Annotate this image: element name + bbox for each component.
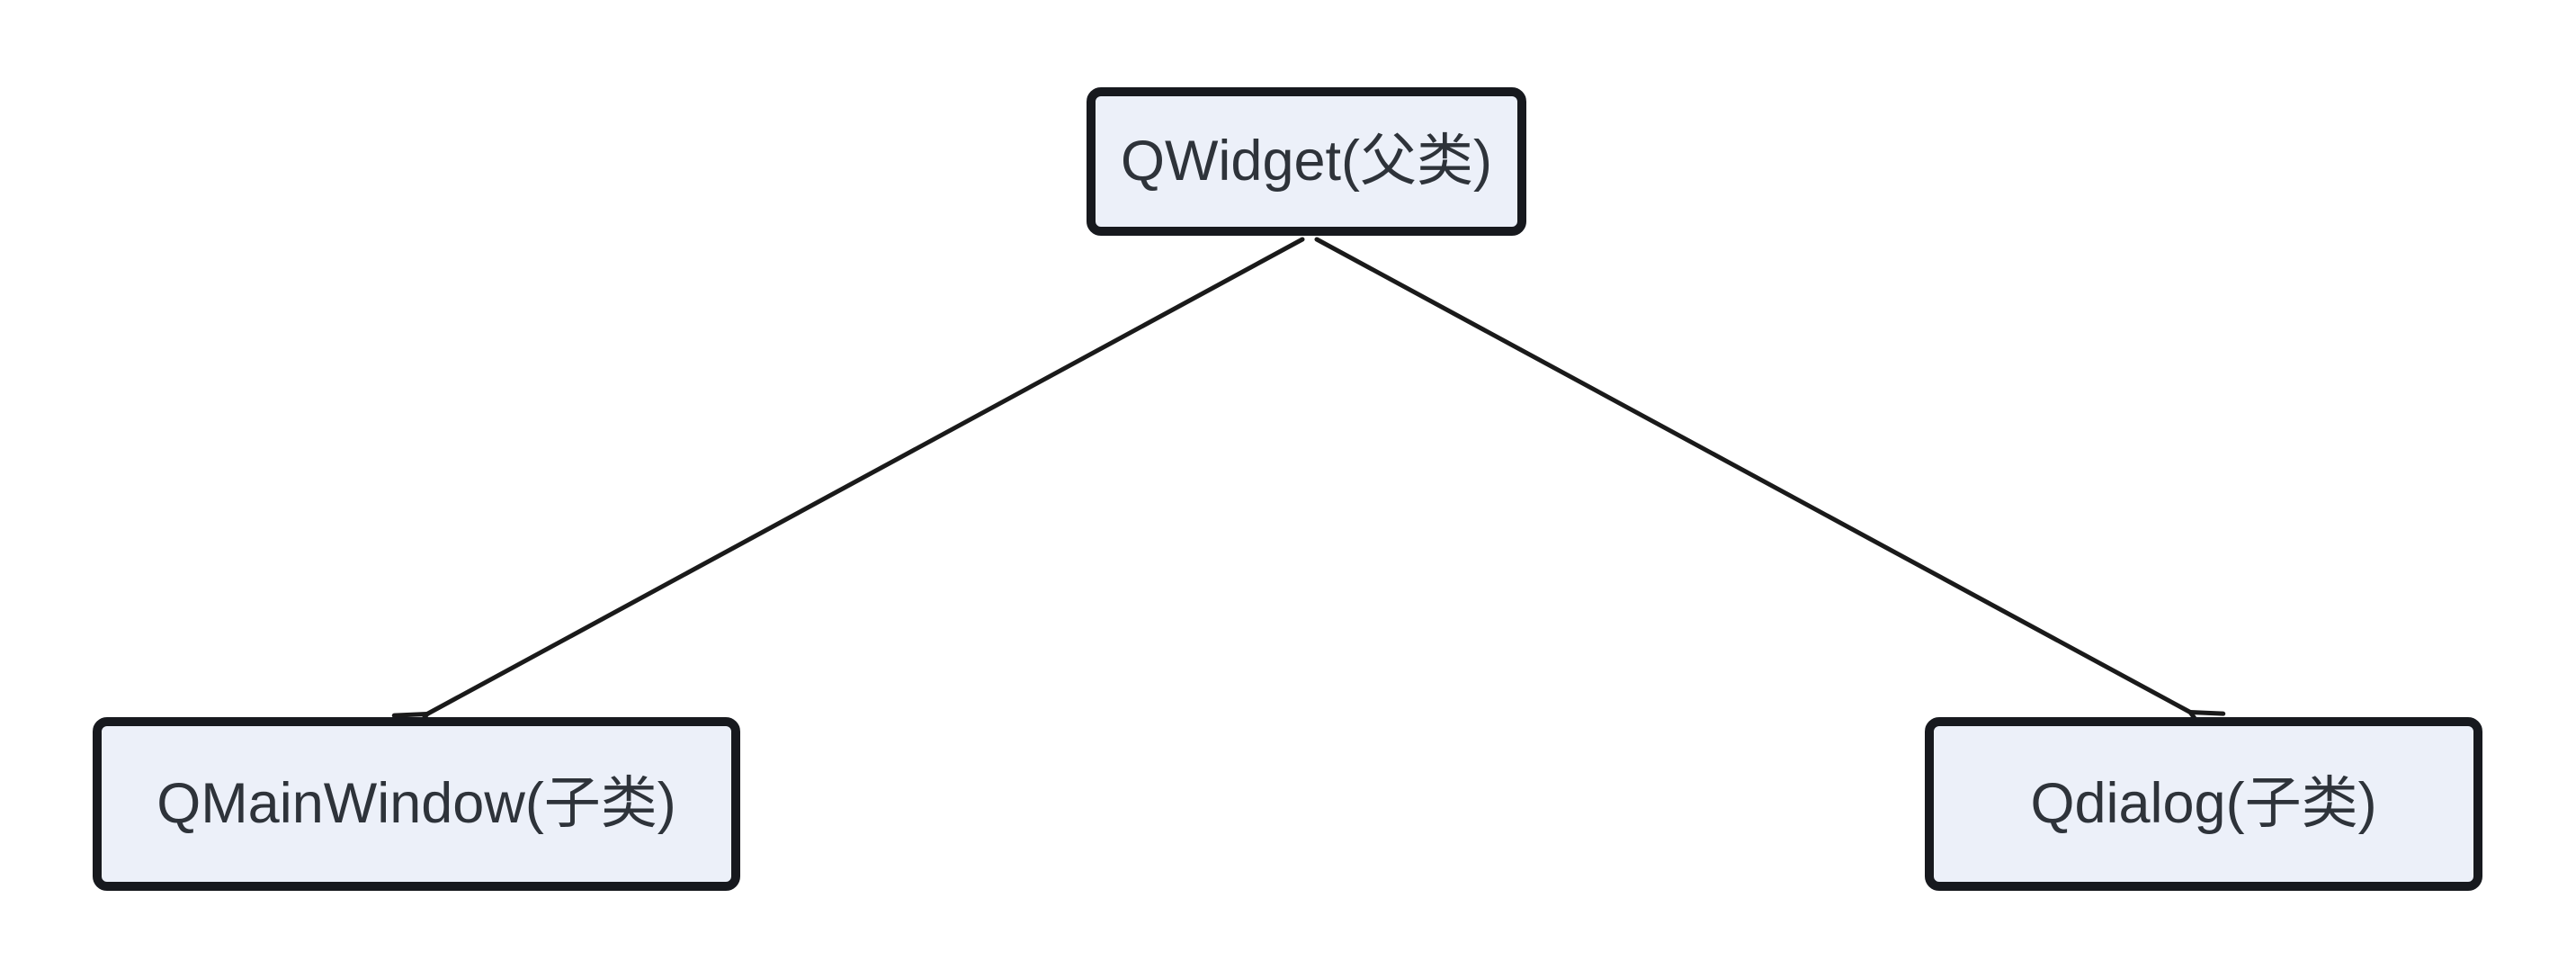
edge-qwidget-to-qmainwindow (391, 237, 1305, 743)
node-qdialog-label: Qdialog(子类) (2030, 772, 2377, 835)
node-qdialog-child-class: Qdialog(子类) (1925, 717, 2482, 891)
node-qwidget-label: QWidget(父类) (1120, 130, 1493, 193)
edge-qwidget-to-qdialog (1314, 237, 2226, 741)
node-qmainwindow-child-class: QMainWindow(子类) (93, 717, 740, 891)
node-qwidget-parent-class: QWidget(父类) (1087, 87, 1526, 236)
node-qmainwindow-label: QMainWindow(子类) (157, 772, 676, 835)
